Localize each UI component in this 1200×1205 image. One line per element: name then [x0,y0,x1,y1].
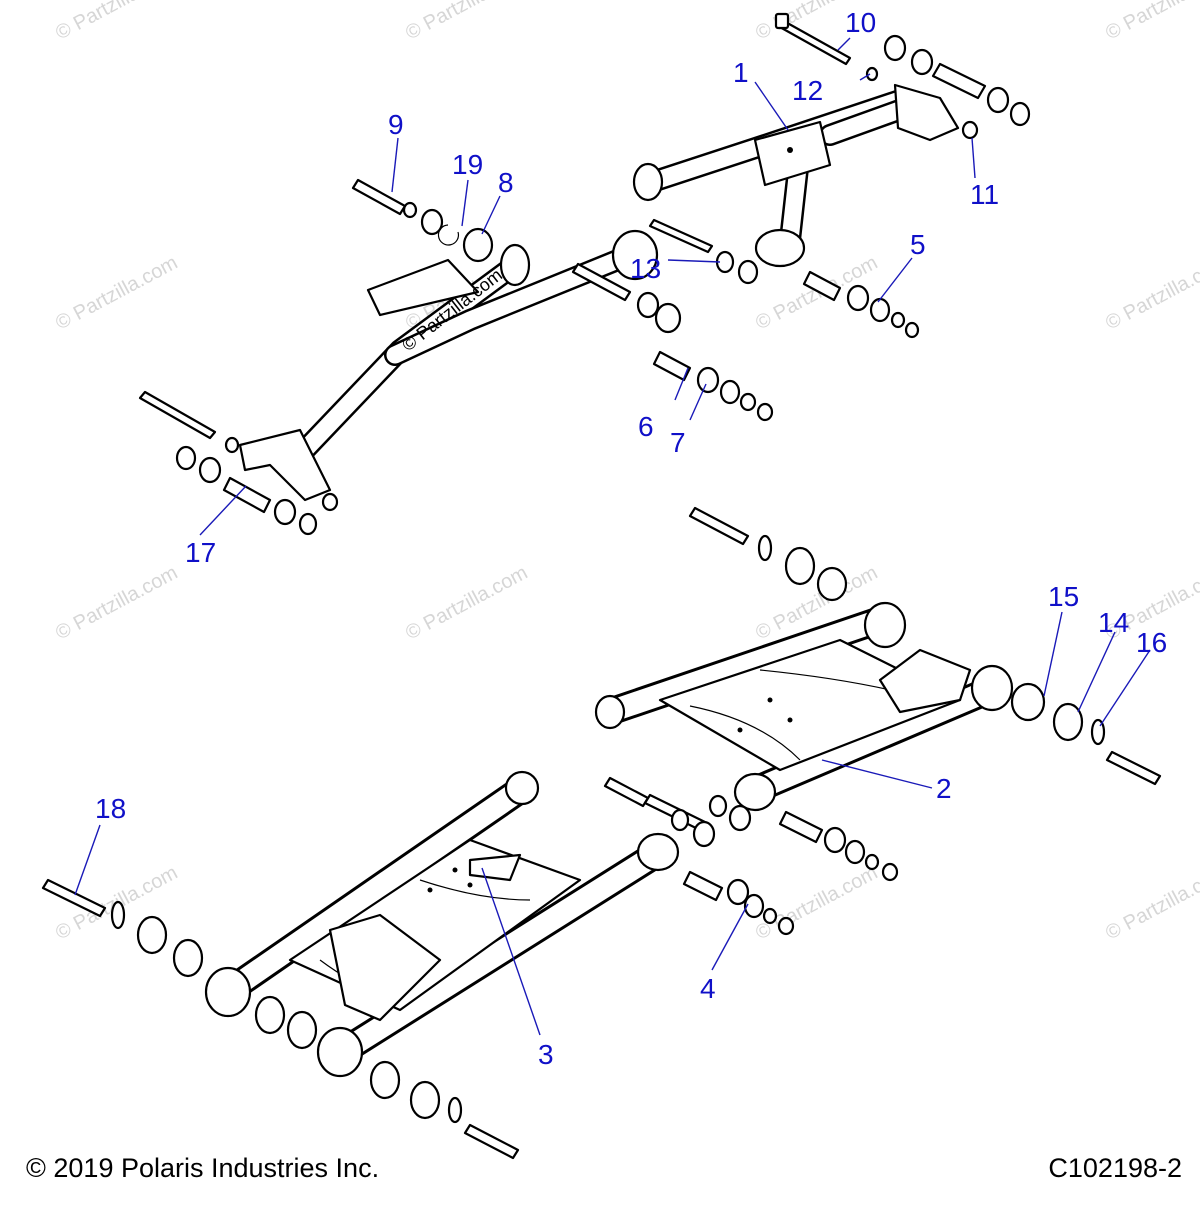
callout-11: 11 [970,179,999,210]
callout-19: 19 [452,149,483,180]
callout-1: 1 [733,57,749,88]
callout-13: 13 [630,253,661,284]
callout-8: 8 [498,167,514,198]
upper-arm-right [632,83,960,268]
callout-6: 6 [638,411,654,442]
watermark-text: © Partzilla.com [1102,862,1200,945]
callout-4: 4 [700,973,716,1004]
callout-labels: 1 2 3 4 5 6 7 8 9 10 11 12 13 14 15 16 1… [95,7,1167,1070]
copyright-notice: © 2019 Polaris Industries Inc. [26,1153,380,1183]
callout-3: 3 [538,1039,554,1070]
lower-arm-left-hardware [41,870,795,1160]
callout-14: 14 [1098,607,1129,638]
watermark-text: © Partzilla.com [752,862,881,945]
callout-10: 10 [845,7,876,38]
callout-12: 12 [792,75,823,106]
callout-9: 9 [388,109,404,140]
upper-arm-right-hardware [648,12,1031,339]
leader-lines [74,37,1151,1036]
watermark-text: © Partzilla.com [1102,252,1200,335]
watermark-text: © Partzilla.com [1102,0,1200,44]
lower-arm-right [594,601,1014,812]
callout-15: 15 [1048,581,1079,612]
callout-18: 18 [95,793,126,824]
callout-16: 16 [1136,627,1167,658]
figure-id: C102198-2 [1048,1153,1182,1183]
callout-5: 5 [910,229,926,260]
watermark-text: © Partzilla.com [52,0,181,44]
watermark-text: © Partzilla.com [52,252,181,335]
lower-arm-left [204,770,680,1078]
upper-arm-left-hardware [138,178,774,536]
callout-2: 2 [936,773,952,804]
watermark-text: © Partzilla.com [52,562,181,645]
watermark-text: © Partzilla.com [402,0,531,44]
upper-arm-left [238,229,659,502]
callout-7: 7 [670,427,686,458]
lower-arm-right-hardware [603,506,1162,882]
watermark-text: © Partzilla.com [402,562,531,645]
callout-17: 17 [185,537,216,568]
watermark-layer: © Partzilla.com © Partzilla.com © Partzill… [52,0,1200,944]
